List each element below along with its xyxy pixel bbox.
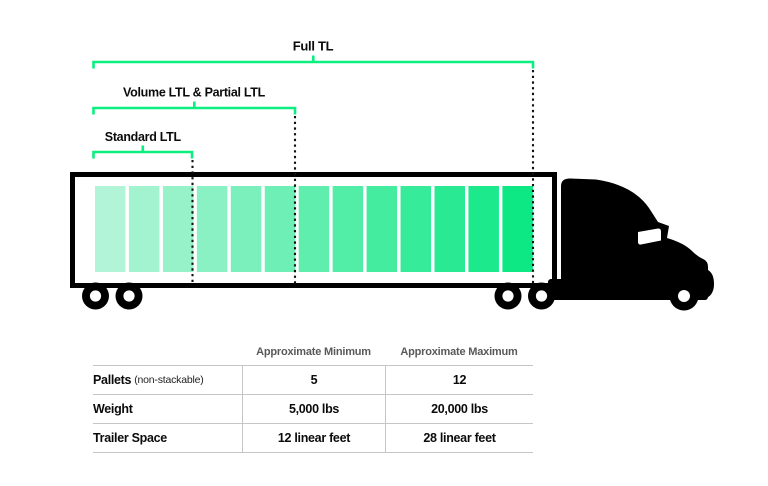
wheel-hub [123,290,135,302]
wheel-hub [678,290,690,302]
bracket-line [92,145,194,159]
row-label: Weight [93,402,133,416]
table-row-trailer-space: Trailer Space 12 linear feet 28 linear f… [93,423,533,453]
pallet-bar [298,186,330,272]
row-label-cell: Weight [93,395,242,423]
pallet-bar [400,186,432,272]
row-label-cell: Trailer Space [93,424,242,452]
bracket-line [92,55,535,69]
max-value: 28 linear feet [385,424,533,452]
bracket-label: Full TL [293,39,334,54]
row-label: Trailer Space [93,431,167,445]
pallet-bar [230,186,262,272]
pallet-bar [468,186,499,272]
bracket-standard-ltl: Standard LTL [92,130,194,159]
max-value: 12 [385,366,533,394]
bracket-label: Volume LTL & Partial LTL [123,86,266,100]
pallet-bar [366,186,398,272]
row-label-cell: Pallets (non-stackable) [93,366,242,394]
cab-window [638,228,661,245]
pallet-bar [434,186,465,272]
max-value: 20,000 lbs [385,395,533,423]
pallet-bar [196,186,228,272]
table-row-weight: Weight 5,000 lbs 20,000 lbs [93,394,533,423]
pallet-bars [95,186,533,272]
pallet-bar [264,186,296,272]
header-spacer [93,338,242,365]
truck-cab [548,178,714,311]
row-label: Pallets [93,373,132,387]
pallet-bar [502,186,533,272]
min-value: 12 linear feet [242,424,385,452]
wheel-hub [89,290,102,302]
table-row-pallets: Pallets (non-stackable) 5 12 [93,365,533,394]
pallet-bar [162,186,194,272]
bracket-full-tl: Full TL [92,39,535,69]
cab-body [561,178,714,299]
column-header-min: Approximate Minimum [256,345,371,358]
wheel-hub [502,290,514,302]
min-value: 5,000 lbs [242,395,385,423]
wheel-hub [535,290,548,302]
column-header-max: Approximate Maximum [400,345,518,358]
row-sublabel: (non-stackable) [134,374,204,386]
bracket-label: Standard LTL [105,130,182,144]
truck-diagram: Full TL Volume LTL & Partial LTL Standar… [70,39,714,311]
trailer-wheels [82,282,555,310]
min-value: 5 [242,366,385,394]
bracket-volume-partial-ltl: Volume LTL & Partial LTL [92,86,297,115]
table-header-row: Approximate Minimum Approximate Maximum [93,338,533,365]
pallet-bar [95,186,126,272]
bracket-line [92,101,297,115]
capacity-table: Approximate Minimum Approximate Maximum … [93,338,533,453]
pallet-bar [332,186,364,272]
pallet-bar [128,186,160,272]
